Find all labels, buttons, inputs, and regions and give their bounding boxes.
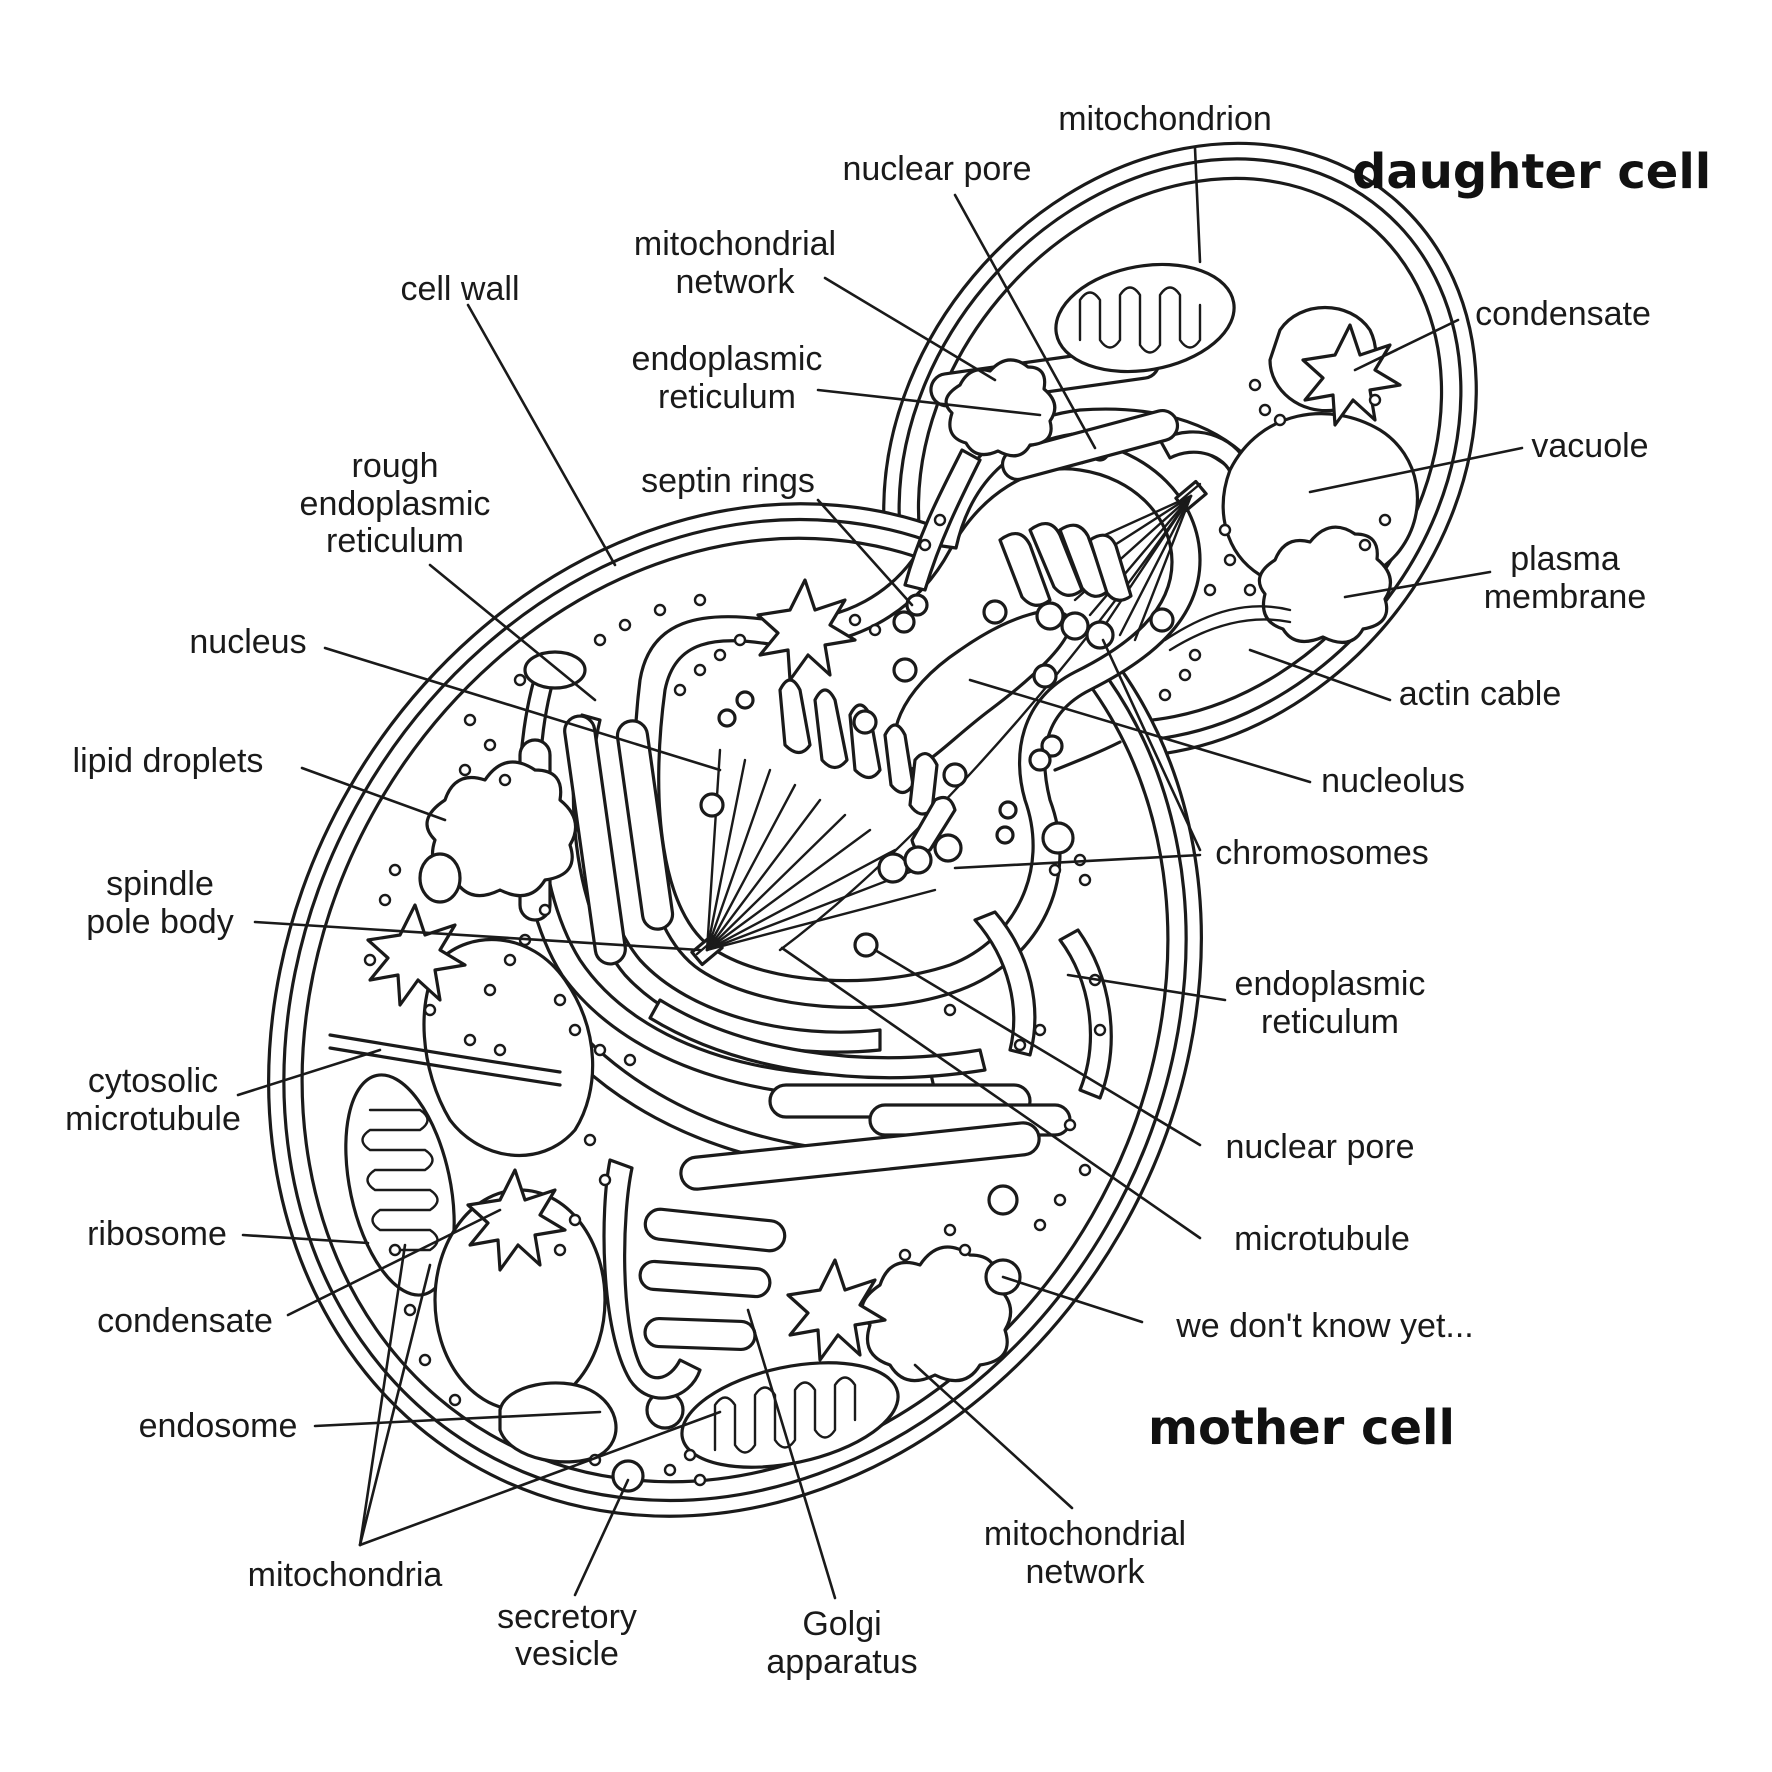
leader-actin-cable	[1248, 648, 1392, 702]
golgi-apparatus-shape	[602, 1158, 787, 1400]
label-nuclear-pore-right: nuclear pore	[1225, 1128, 1414, 1166]
leader-lines	[236, 146, 1524, 1600]
label-mitochondrion: mitochondrion	[1058, 100, 1272, 138]
label-spindle-pole-body-2: pole body	[86, 903, 233, 941]
secretory-vesicle-shape	[611, 1459, 645, 1493]
label-spindle-pole-body-1: spindle	[106, 865, 214, 903]
label-unknown: we don't know yet...	[1175, 1307, 1474, 1345]
leader-endosome	[313, 1410, 602, 1428]
label-nucleolus: nucleolus	[1321, 762, 1465, 800]
leader-secretory-vesicle	[573, 1478, 630, 1597]
label-ribosome: ribosome	[87, 1215, 227, 1253]
leader-golgi	[746, 1308, 837, 1600]
label-secretory-vesicle-2: vesicle	[515, 1635, 619, 1673]
condensates-shapes	[366, 323, 1402, 1362]
spindle-midzone	[778, 494, 1193, 952]
cytosolic-microtubule-shape	[328, 1033, 562, 1074]
label-golgi-1: Golgi	[802, 1605, 881, 1643]
leader-nucleolus	[968, 678, 1312, 784]
label-nuclear-pore-top: nuclear pore	[842, 150, 1031, 188]
leader-er-top	[816, 388, 1042, 417]
label-lipid-droplets: lipid droplets	[73, 742, 264, 780]
septin-rings-shape	[892, 593, 1064, 772]
leader-condensate-right	[1353, 318, 1460, 372]
label-er-right-1: endoplasmic	[1235, 965, 1426, 1003]
label-rough-er-3: reticulum	[326, 522, 464, 560]
label-cytosolic-microtubule-1: cytosolic	[88, 1062, 218, 1100]
label-plasma-membrane-1: plasma	[1510, 540, 1620, 578]
label-mito-network-top-2: network	[675, 263, 795, 301]
lipid-droplets-shapes	[418, 358, 1393, 1383]
ribosomes	[363, 378, 1392, 1487]
leader-mitochondria-3	[358, 1410, 722, 1547]
label-mito-network-bottom-1: mitochondrial	[984, 1515, 1186, 1553]
cytosolic-microtubule-shape-2	[328, 1046, 562, 1087]
label-cytosolic-microtubule-2: microtubule	[65, 1100, 241, 1138]
label-mito-network-top-1: mitochondrial	[634, 225, 836, 263]
label-er-right-2: reticulum	[1261, 1003, 1399, 1041]
nuclear-particles	[699, 599, 1175, 958]
label-septin-rings: septin rings	[641, 462, 815, 500]
nucleus-inner	[657, 467, 1174, 983]
leader-mitochondrion	[1193, 146, 1202, 264]
leader-nuclear-pore-right	[873, 948, 1202, 1147]
leader-septin-rings	[816, 498, 914, 607]
leader-cell-wall	[466, 303, 617, 567]
leader-microtubule	[780, 946, 1202, 1240]
endosome-shape	[498, 1381, 685, 1464]
label-er-top-1: endoplasmic	[632, 340, 823, 378]
daughter-cell-title: daughter cell	[1352, 144, 1711, 200]
mitochondrion-daughter	[1054, 262, 1236, 374]
mitochondrion-mother-left	[344, 1073, 456, 1297]
leader-rough-er	[428, 563, 597, 702]
label-endosome: endosome	[139, 1407, 298, 1445]
mitochondrion-mother-bottom	[680, 1361, 900, 1469]
leader-nucleus	[323, 646, 722, 772]
label-er-top-2: reticulum	[658, 378, 796, 416]
label-condensate-left: condensate	[97, 1302, 273, 1340]
leader-chromosomes-1	[953, 853, 1202, 870]
leader-mito-network-top	[823, 276, 997, 382]
spindle-microtubules-mother	[705, 748, 937, 952]
label-rough-er-1: rough	[352, 447, 439, 485]
vesicle-mother-right	[1041, 821, 1075, 855]
label-microtubule: microtubule	[1234, 1220, 1410, 1258]
label-vacuole: vacuole	[1531, 427, 1648, 465]
leader-cytosolic-microtubule	[236, 1048, 382, 1097]
leader-plasma-membrane	[1343, 570, 1492, 599]
leader-unknown	[1001, 1275, 1144, 1324]
chromosomes-daughter	[998, 522, 1133, 650]
label-rough-er-2: endoplasmic	[300, 485, 491, 523]
leader-mito-network-bottom	[913, 1363, 1074, 1510]
actin-cable-shape-2	[1168, 618, 1292, 652]
label-condensate-right: condensate	[1475, 295, 1651, 333]
label-actin-cable: actin cable	[1399, 675, 1562, 713]
actin-cable-shape	[1163, 605, 1292, 642]
leader-ribosome	[241, 1233, 370, 1245]
leader-chromosomes-2	[1101, 638, 1202, 852]
label-mito-network-bottom-2: network	[1025, 1553, 1145, 1591]
leader-nuclear-pore-top	[953, 193, 1097, 450]
leader-condensate-left	[286, 1208, 502, 1317]
leader-vacuole	[1308, 446, 1524, 494]
leader-lipid-droplets	[300, 766, 447, 822]
vesicle-mother-right-2	[987, 1184, 1019, 1216]
bud-neck-wall-right	[1053, 740, 1122, 772]
leader-er-right	[1066, 973, 1227, 1002]
leader-mitochondria-2	[358, 1263, 432, 1547]
label-cell-wall: cell wall	[400, 270, 519, 308]
label-plasma-membrane-2: membrane	[1484, 578, 1647, 616]
label-golgi-2: apparatus	[766, 1643, 917, 1681]
label-chromosomes: chromosomes	[1215, 834, 1429, 872]
label-secretory-vesicle-1: secretory	[497, 1598, 637, 1636]
label-mitochondria: mitochondria	[248, 1556, 443, 1594]
leader-mitochondria-1	[358, 1243, 407, 1547]
leader-spindle-pole-body	[253, 920, 702, 952]
label-nucleus: nucleus	[189, 623, 306, 661]
mother-cell-title: mother cell	[1148, 1400, 1455, 1456]
